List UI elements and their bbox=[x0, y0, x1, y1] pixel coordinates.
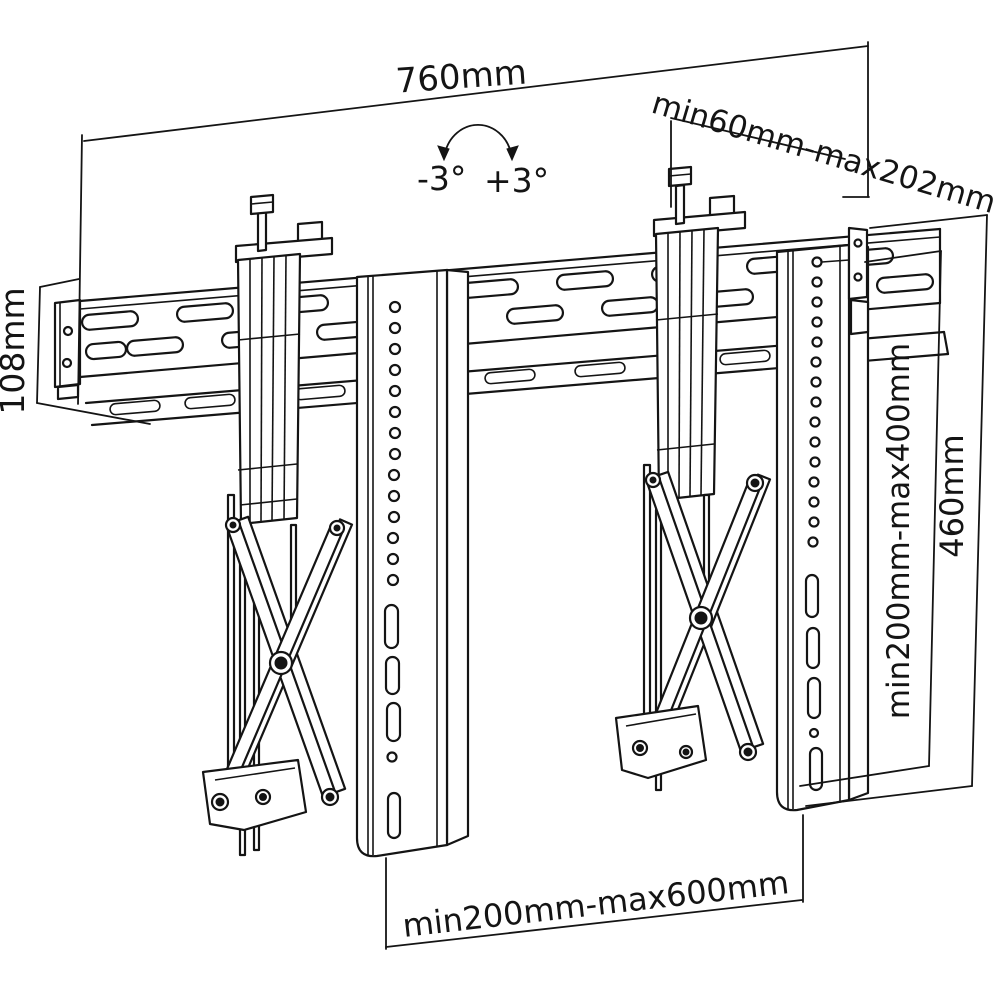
left-thumb-screw-knob bbox=[249, 193, 275, 216]
left-clamp-column bbox=[236, 252, 302, 526]
label-min200mm-max600mm: min200mm-max600mm bbox=[401, 863, 791, 945]
dimension-total-height-460mm: 460mm bbox=[805, 214, 988, 807]
left-scissor-mechanism bbox=[201, 493, 354, 857]
left-tv-bracket bbox=[355, 268, 470, 858]
dimension-width-760mm: 760mm bbox=[77, 41, 870, 405]
right-bracket-top-tab bbox=[847, 226, 870, 336]
left-bracket-slots bbox=[383, 603, 402, 840]
label-min200mm-max400mm: min200mm-max400mm bbox=[881, 343, 917, 719]
label-tilt-down: -3° bbox=[417, 159, 466, 198]
right-clamp-column bbox=[654, 226, 720, 502]
right-clamp-assembly bbox=[652, 165, 747, 502]
label-tilt-up: +3° bbox=[484, 161, 549, 200]
right-thumb-screw-stem bbox=[674, 183, 686, 226]
dimension-vesa-height-min200-max400: min200mm-max400mm bbox=[799, 250, 942, 787]
tilt-angle-indicator: -3° +3° bbox=[417, 124, 549, 200]
right-thumb-screw-knob bbox=[667, 165, 693, 188]
left-clamp-assembly bbox=[234, 193, 334, 526]
label-460mm: 460mm bbox=[933, 434, 971, 557]
left-bracket-hole-column bbox=[386, 300, 402, 587]
right-bracket-hole-column bbox=[807, 256, 823, 548]
tilt-arrow-right-icon bbox=[506, 145, 519, 162]
rail-end-cap bbox=[53, 298, 82, 401]
right-scissor-foot bbox=[614, 704, 708, 780]
label-108mm: 108mm bbox=[0, 287, 32, 414]
dimension-extension-min60-max202: min60mm-max202mm bbox=[648, 85, 1000, 221]
label-min60mm-max202mm: min60mm-max202mm bbox=[648, 85, 1000, 221]
dimension-rail-height-108mm: 108mm bbox=[0, 278, 151, 425]
right-scissor-mechanism bbox=[614, 463, 772, 792]
left-bracket-front-plate bbox=[355, 268, 449, 858]
right-guide-rod bbox=[642, 463, 652, 757]
label-760mm: 760mm bbox=[394, 53, 528, 102]
left-thumb-screw-stem bbox=[256, 210, 268, 253]
right-tv-bracket bbox=[775, 226, 870, 812]
left-bracket-side-face bbox=[445, 268, 470, 847]
right-bracket-slots bbox=[804, 573, 824, 792]
tilt-arrow-left-icon bbox=[437, 145, 450, 162]
tilt-arc-icon bbox=[444, 124, 512, 154]
rail-flange-slots bbox=[109, 349, 771, 416]
